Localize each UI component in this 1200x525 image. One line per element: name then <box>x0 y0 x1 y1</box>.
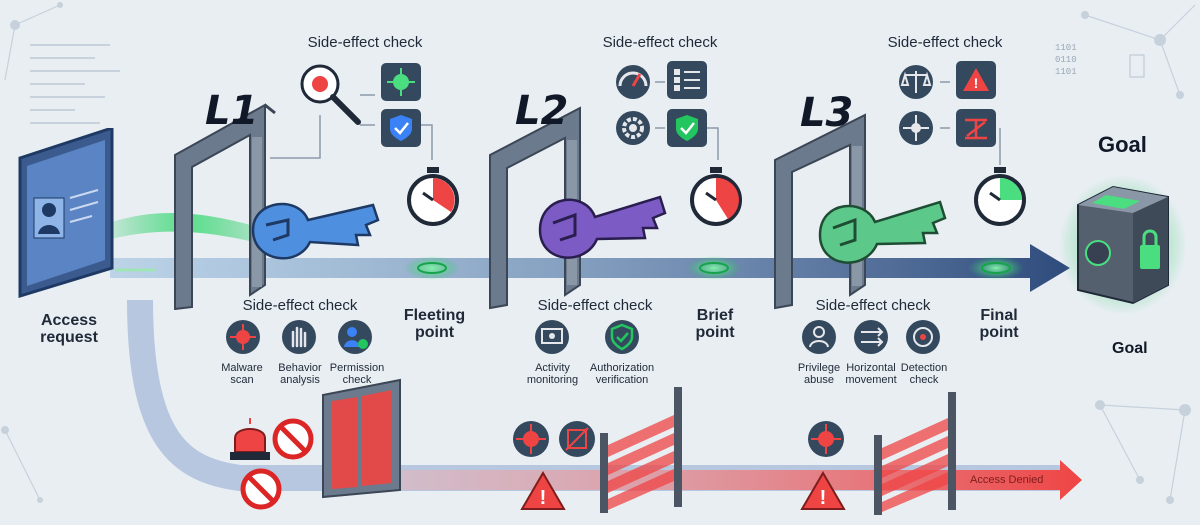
level-label-l1: L1 <box>205 88 259 134</box>
level-label-l3: L3 <box>800 90 854 136</box>
shield-check-icon <box>381 109 421 147</box>
l3-check-label-2: Detection check <box>900 362 948 386</box>
network-icon <box>956 109 996 147</box>
l2-check-label-1: Authorization verification <box>589 362 655 386</box>
main-flow-arrow <box>110 244 1070 292</box>
key-l3-icon <box>818 200 947 264</box>
radar-icon <box>906 320 940 354</box>
key-l2-icon <box>538 195 667 259</box>
stopwatch-l3-icon <box>974 167 1026 226</box>
svg-text:!: ! <box>540 487 547 509</box>
blocked-device-icon <box>559 421 595 457</box>
l2-top-check-title: Side-effect check <box>602 34 718 51</box>
access-request-label: Access request <box>40 312 98 346</box>
point-label-l3: Final point <box>979 307 1019 341</box>
l1-top-check-title: Side-effect check <box>307 34 423 51</box>
l1-check-label-0: Malware scan <box>221 362 263 386</box>
closed-door <box>322 378 401 499</box>
virus-icon <box>381 63 421 101</box>
gate-l1 <box>174 103 276 310</box>
virus-icon <box>513 421 549 457</box>
denial-path <box>127 299 1060 491</box>
hand-icon <box>282 320 316 354</box>
stopwatch-l2-icon <box>690 167 742 226</box>
l3-check-label-1: Horizontal movement <box>845 362 897 386</box>
key-l1-icon <box>251 202 380 260</box>
shield-check-icon <box>605 320 639 354</box>
l1-check-label-1: Behavior analysis <box>278 362 322 386</box>
svg-text:0110: 0110 <box>1055 55 1077 65</box>
magnifier-virus-icon <box>300 64 361 125</box>
svg-text:!: ! <box>974 75 979 91</box>
access-request-screen <box>18 128 114 298</box>
l1-bottom-check-title: Side-effect check <box>242 297 358 314</box>
arrows-icon <box>854 320 888 354</box>
no-entry-icon <box>272 418 314 460</box>
goal-label: Goal <box>1112 340 1148 357</box>
l1-check-label-2: Permission check <box>329 362 385 386</box>
barrier-l3 <box>874 392 956 515</box>
gauge-icon <box>616 65 650 99</box>
access-denied-label: Access Denied <box>970 474 1044 486</box>
checklist-icon <box>667 61 707 99</box>
svg-text:!: ! <box>820 487 827 509</box>
goal-vault-icon <box>1059 175 1187 315</box>
l3-check-label-0: Privilege abuse <box>797 362 841 386</box>
alarm-siren-icon <box>230 418 270 460</box>
monitor-activity-icon <box>535 320 569 354</box>
warning-icon: ! <box>520 471 566 510</box>
stopwatch-l1-icon <box>407 167 459 226</box>
l2-check-label-0: Activity monitoring <box>526 362 579 386</box>
scales-icon <box>899 65 933 99</box>
warning-icon: ! <box>800 471 846 510</box>
goal-title: Goal <box>1098 132 1147 157</box>
shield-check-icon <box>667 109 707 147</box>
barrier-l2 <box>600 387 682 513</box>
level-label-l2: L2 <box>515 88 569 134</box>
svg-text:1101: 1101 <box>1055 67 1077 77</box>
warning-icon: ! <box>956 61 996 99</box>
point-label-l1: Fleeting point <box>403 307 466 341</box>
l3-bottom-check-title: Side-effect check <box>815 297 931 314</box>
no-entry-icon <box>240 468 282 510</box>
svg-text:1101: 1101 <box>1055 43 1077 53</box>
point-label-l2: Brief point <box>695 307 735 341</box>
virus-icon <box>226 320 260 354</box>
user-icon <box>802 320 836 354</box>
l2-bottom-check-title: Side-effect check <box>537 297 653 314</box>
compass-icon <box>899 111 933 145</box>
l3-top-check-title: Side-effect check <box>887 34 1003 51</box>
virus-icon <box>808 421 844 457</box>
gear-icon <box>616 111 650 145</box>
user-check-icon <box>338 320 372 354</box>
